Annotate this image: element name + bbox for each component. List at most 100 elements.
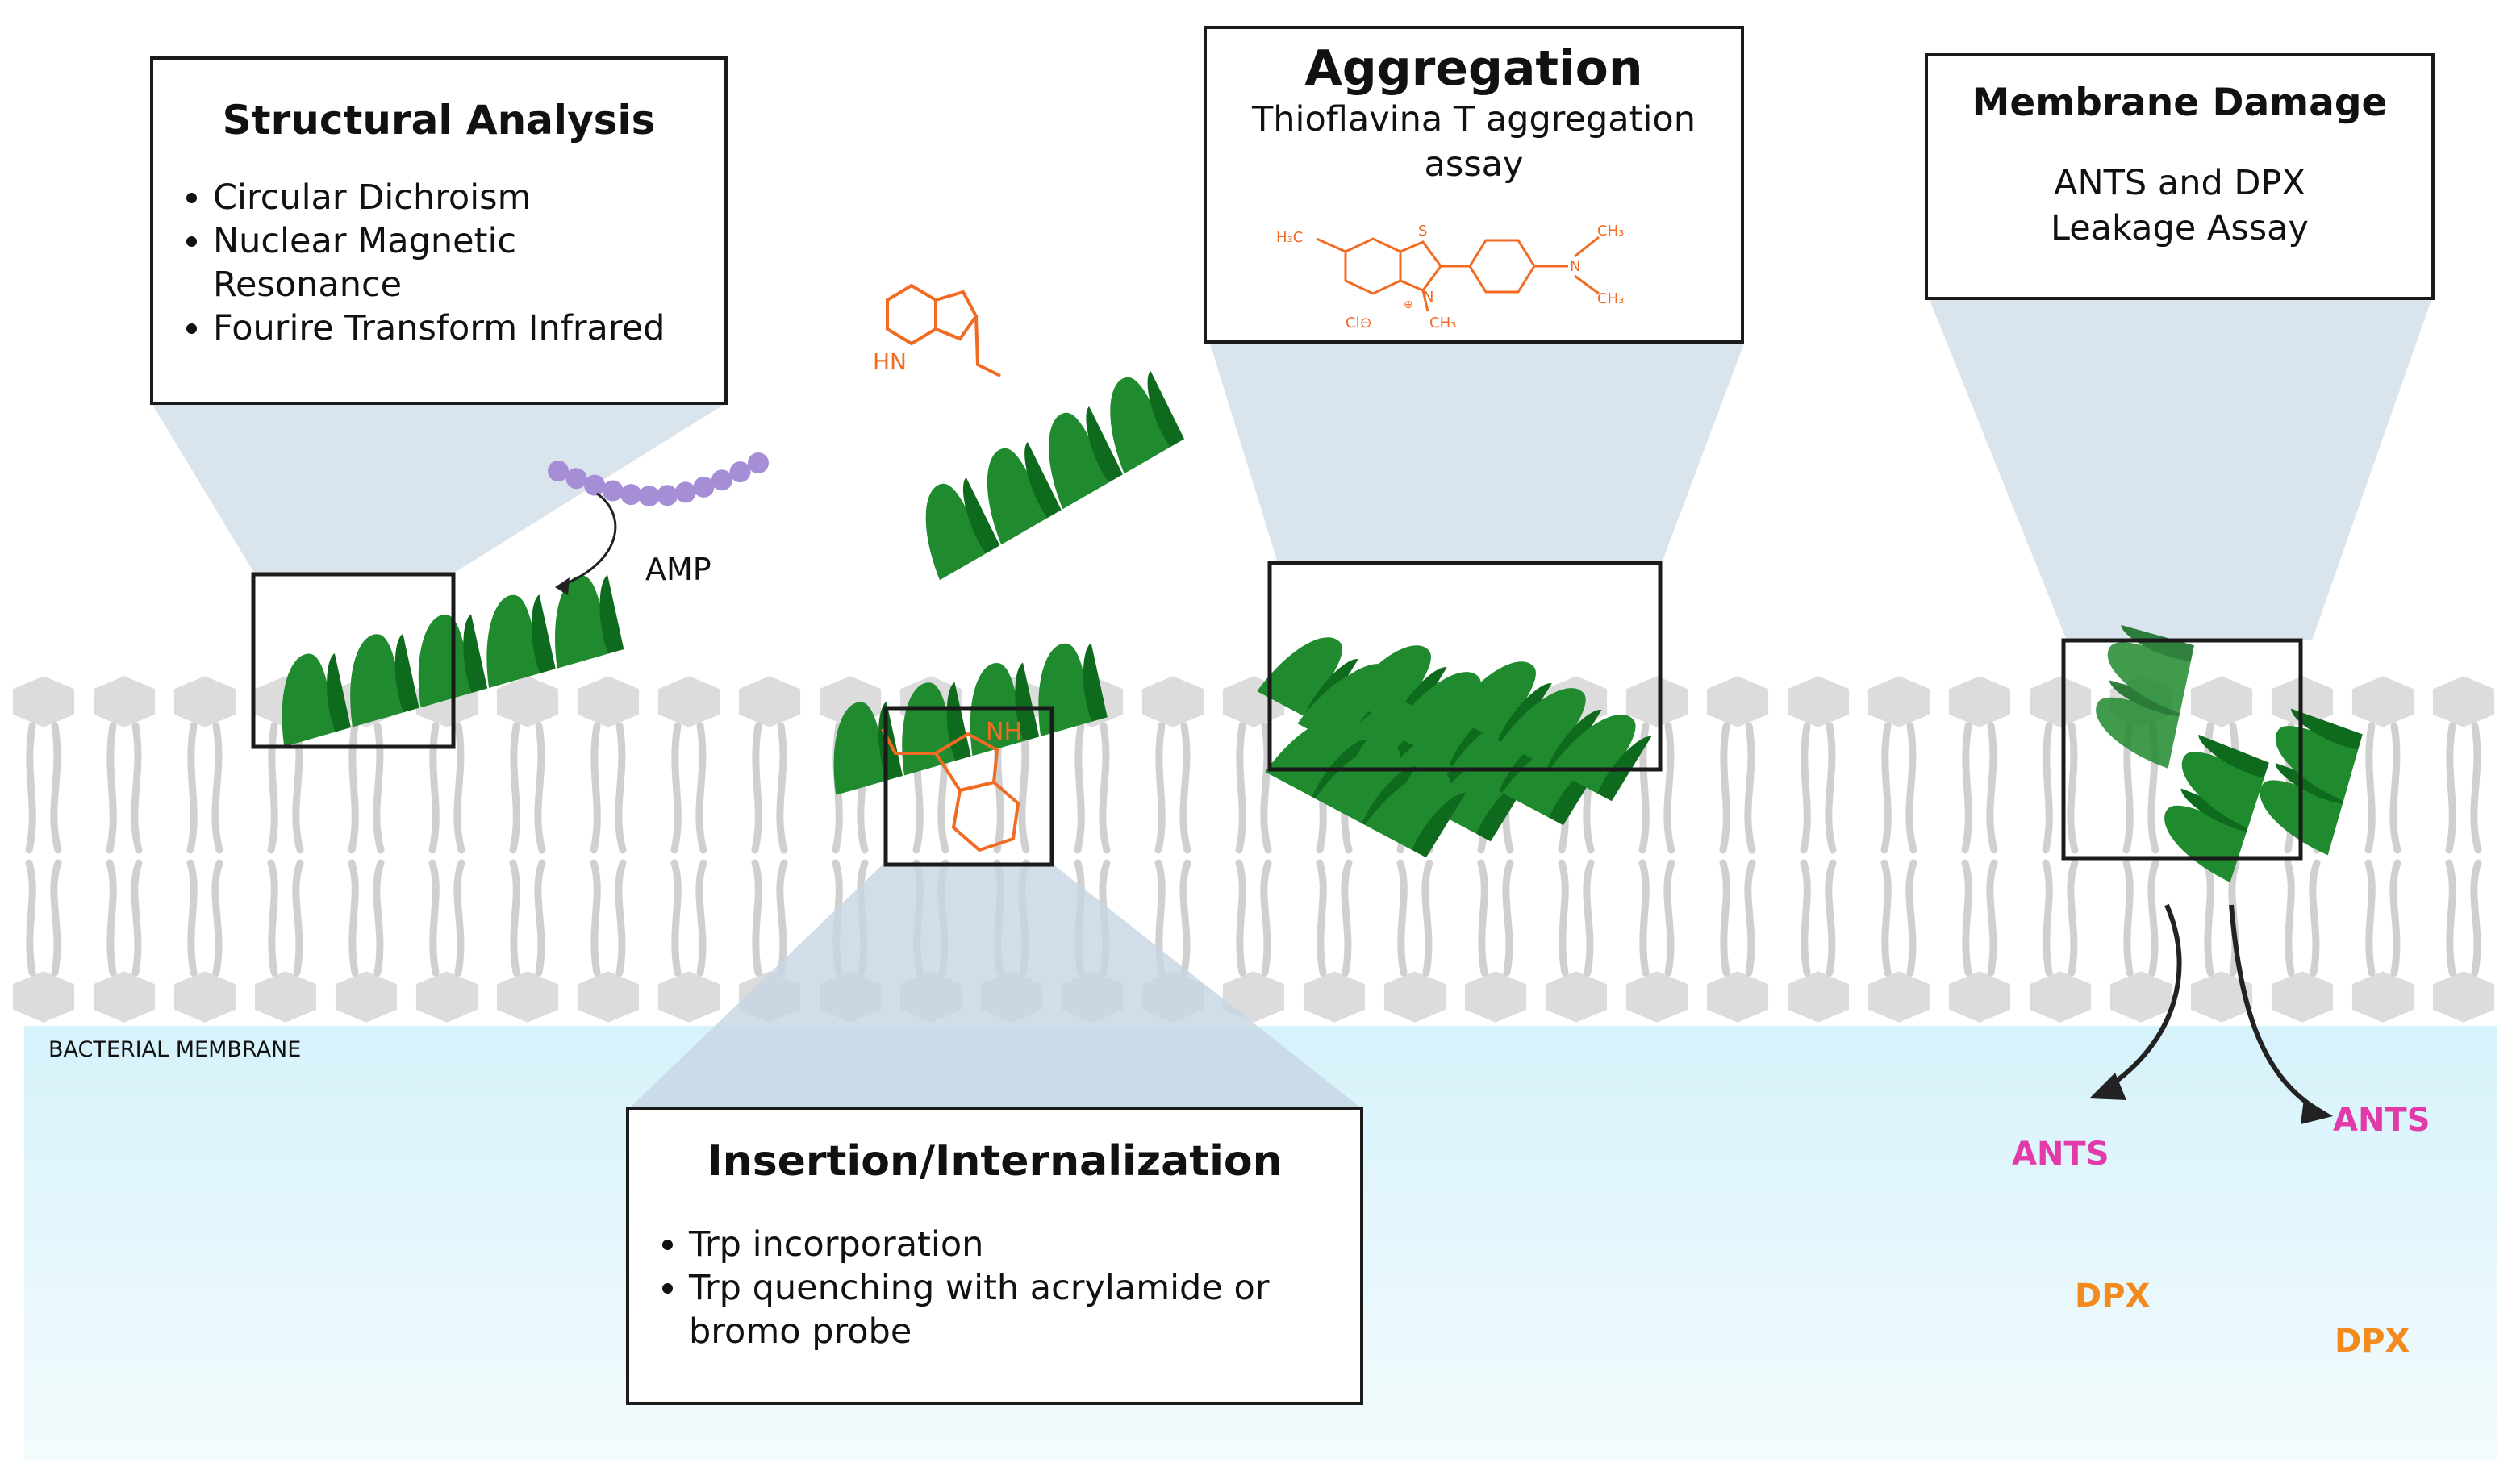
lipid-head-upper [173, 676, 236, 727]
aggregation-zoom-box [1267, 561, 1663, 772]
lipid-head-upper [1141, 676, 1204, 727]
lipid-head-upper [1625, 676, 1688, 727]
methyl-label: H₃C [1276, 229, 1303, 246]
lipid-tail-lower [348, 859, 385, 977]
lipid-head-lower [254, 971, 317, 1023]
lipid-head-upper [2029, 676, 2092, 727]
amp-arrow-head [555, 577, 570, 595]
leak-arrow-left [2104, 903, 2182, 1091]
lipid-tail-lower [1719, 859, 1756, 977]
dimethyl-bottom-label: CH₃ [1597, 290, 1624, 307]
lipid-head-lower [1303, 971, 1366, 1023]
lipid-tail-upper [590, 722, 627, 854]
amp-bead [584, 474, 606, 496]
lipid-tail-lower [25, 859, 62, 977]
lipid-tail-lower [1961, 859, 1998, 977]
lipid-tail-upper [2042, 722, 2079, 854]
lipid-head-lower [496, 971, 559, 1023]
membrane-damage-panel: Membrane Damage ANTS and DPX Leakage Ass… [1925, 53, 2435, 300]
lipid-head-upper [2190, 676, 2253, 727]
lipid-tail-upper [428, 722, 465, 854]
aggregated-helices [1257, 618, 1655, 861]
lipid-head-lower [12, 971, 75, 1023]
lipid-tail-lower [509, 859, 546, 977]
lipid-head-upper [12, 676, 75, 727]
structural-zoom-box [251, 572, 456, 749]
lipid-tail-upper [1800, 722, 1837, 854]
lipid-head-lower [657, 971, 720, 1023]
lipid-head-lower [93, 971, 156, 1023]
lipid-head-upper [496, 676, 559, 727]
lipid-head-upper [738, 676, 801, 727]
lipid-tail-upper [1235, 722, 1272, 854]
lipid-tail-upper [348, 722, 385, 854]
insertion-zoom-box [883, 706, 1054, 867]
structural-analysis-panel: Structural Analysis Circular Dichroism N… [150, 56, 728, 405]
amp-bead [602, 480, 624, 502]
amine-n-label: N [1570, 258, 1580, 275]
lipid-tail-lower [1638, 859, 1675, 977]
lipid-head-upper [1867, 676, 1930, 727]
lipid-tail-upper [1880, 722, 1917, 854]
lipid-head-lower [2351, 971, 2414, 1023]
damage-assay-line1: ANTS and DPX [2054, 163, 2305, 203]
lipid-tail-upper [106, 722, 143, 854]
lipid-head-upper [1787, 676, 1850, 727]
lipid-tail-lower [1558, 859, 1595, 977]
lipid-head-lower [2271, 971, 2334, 1023]
lipid-tail-upper [670, 722, 707, 854]
method-item: Trp quenching with acrylamide or bromo p… [689, 1266, 1360, 1353]
lipid-tail-lower [2122, 859, 2159, 977]
lipid-tail-upper [509, 722, 546, 854]
amp-helix-free [898, 365, 1189, 581]
lipid-tail-lower [1800, 859, 1837, 977]
lipid-tail-upper [1074, 722, 1111, 854]
lipid-tail-upper [25, 722, 62, 854]
lipid-tail-lower [186, 859, 223, 977]
amp-bead [548, 461, 569, 481]
insertion-method-list: Trp incorporation Trp quenching with acr… [629, 1223, 1360, 1353]
thioflavin-t-structure: H₃C S N ⊕ CH₃ N CH₃ CH₃ Cl⊖ [1276, 223, 1624, 331]
lipid-tail-lower [267, 859, 304, 977]
sulfur-label: S [1418, 223, 1427, 240]
amp-bead [729, 461, 751, 483]
lipid-head-upper [2432, 676, 2495, 727]
lipid-head-lower [2190, 971, 2253, 1023]
lipid-tail-lower [428, 859, 465, 977]
damage-panel-title: Membrane Damage [1972, 81, 2388, 125]
lipid-tail-upper [2445, 722, 2482, 854]
indole-nh-label-bottom: NH [986, 718, 1022, 746]
method-item: Nuclear Magnetic Resonance [213, 219, 724, 306]
lipid-head-upper [2351, 676, 2414, 727]
amp-bead [620, 484, 642, 506]
amp-bead [711, 469, 732, 491]
lipid-tail-lower [590, 859, 627, 977]
lipid-head-upper [657, 676, 720, 727]
lipid-head-lower [2029, 971, 2092, 1023]
lipid-head-upper [1948, 676, 2011, 727]
leak-arrow-left-head [2089, 1073, 2126, 1100]
dpx-probe: DPX [2075, 1278, 2151, 1315]
lipid-head-lower [1625, 971, 1688, 1023]
lipid-tail-lower [1880, 859, 1917, 977]
dimethyl-top-label: CH₃ [1597, 223, 1624, 240]
lipid-tail-upper [1961, 722, 1998, 854]
insertion-callout-funnel [628, 865, 1363, 1110]
lipid-tail-lower [106, 859, 143, 977]
lipid-tail-upper [1154, 722, 1191, 854]
amp-bead [748, 452, 769, 473]
amp-bead [565, 468, 587, 490]
lipid-head-lower [415, 971, 478, 1023]
lipid-head-lower [1787, 971, 1850, 1023]
leak-arrow-right [2229, 904, 2317, 1111]
amp-bead [638, 486, 660, 507]
chloride-label: Cl⊖ [1346, 315, 1372, 331]
insertion-panel-title: Insertion/Internalization [707, 1137, 1283, 1186]
ants-probe: ANTS [2012, 1136, 2109, 1173]
lipid-tail-lower [2364, 859, 2401, 977]
lipid-head-lower [1383, 971, 1446, 1023]
lipid-tail-lower [2284, 859, 2321, 977]
trp-indole-top [886, 283, 1001, 377]
